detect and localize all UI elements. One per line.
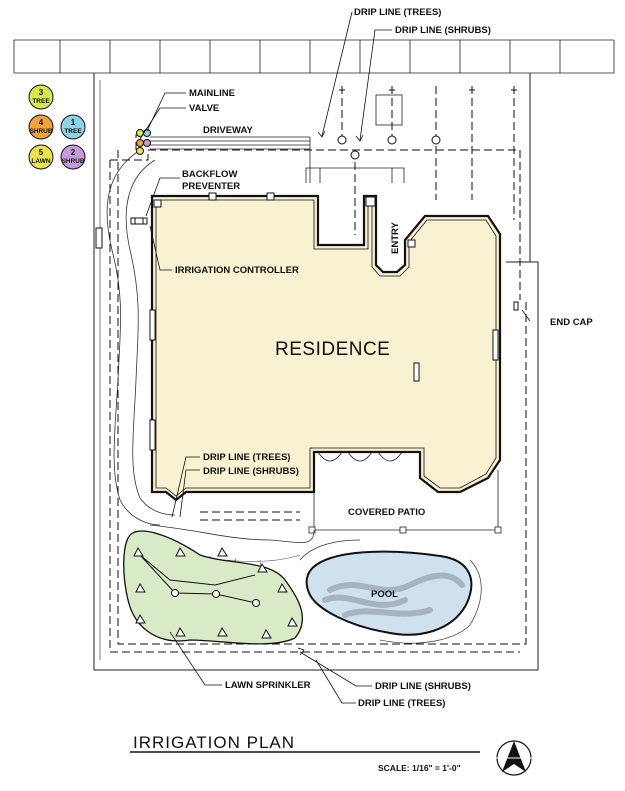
label-drip-line-trees-mid: DRIP LINE (TREES) — [203, 452, 290, 463]
lawn-sprinkler-heads — [133, 546, 298, 639]
driveway — [150, 136, 311, 183]
legend-badge-shrub-2: 2 SHRUB — [60, 144, 86, 170]
legend-num: 1 — [71, 118, 76, 127]
label-residence: RESIDENCE — [275, 339, 390, 360]
legend-badge-shrub-4: 4 SHRUB — [28, 114, 54, 140]
label-drip-line-shrubs-top: DRIP LINE (SHRUBS) — [395, 25, 491, 36]
pool-deck — [299, 539, 482, 644]
label-driveway: DRIVEWAY — [203, 125, 253, 136]
legend: 3 TREE 4 SHRUB 1 TREE 5 LAWN 2 SHRUB — [28, 84, 86, 170]
legend-num: 2 — [71, 148, 76, 157]
label-end-cap: END CAP — [550, 317, 593, 328]
legend-num: 5 — [39, 148, 44, 157]
label-drip-line-shrubs-bottom: DRIP LINE (SHRUBS) — [375, 681, 471, 692]
label-backflow-1: BACKFLOW — [182, 169, 237, 180]
leader-lines — [139, 11, 531, 704]
legend-badge-tree-1: 1 TREE — [60, 114, 86, 140]
label-backflow-2: PREVENTER — [182, 181, 240, 192]
property-line — [93, 73, 539, 671]
covered-patio — [308, 451, 502, 534]
valve-symbols — [136, 129, 151, 155]
backflow-preventer-symbol — [130, 217, 148, 225]
legend-label: SHRUB — [29, 128, 52, 135]
drawing-title: IRRIGATION PLAN — [133, 733, 295, 752]
label-covered-patio: COVERED PATIO — [348, 507, 425, 518]
label-lawn-sprinkler: LAWN SPRINKLER — [225, 680, 311, 691]
label-irrigation-controller: IRRIGATION CONTROLLER — [175, 265, 299, 276]
drip-lines — [109, 86, 527, 653]
end-cap-symbols — [337, 86, 519, 311]
residence-building — [150, 194, 502, 502]
legend-badge-lawn-5: 5 LAWN — [28, 144, 54, 170]
label-mainline: MAINLINE — [189, 88, 235, 99]
legend-label: TREE — [64, 128, 82, 135]
legend-badge-tree-3: 3 TREE — [28, 84, 54, 110]
windows — [149, 192, 499, 451]
label-drip-line-trees-bottom: DRIP LINE (TREES) — [358, 698, 445, 709]
label-valve: VALVE — [189, 103, 219, 114]
label-drip-line-trees-top: DRIP LINE (TREES) — [354, 7, 441, 18]
north-arrow — [496, 740, 532, 776]
legend-num: 3 — [39, 88, 44, 97]
label-drip-line-shrubs-mid: DRIP LINE (SHRUBS) — [203, 466, 299, 477]
irrigation-controller-symbol — [95, 227, 103, 249]
label-pool: POOL — [371, 589, 398, 600]
legend-num: 4 — [39, 118, 44, 127]
legend-label: TREE — [32, 98, 50, 105]
pool-water-pattern — [322, 572, 465, 618]
label-entry: ENTRY — [390, 221, 401, 254]
legend-label: SHRUB — [61, 158, 84, 165]
patio-terrace — [149, 524, 315, 543]
drawing-scale: SCALE: 1/16" = 1'-0" — [378, 763, 461, 773]
lawn-area — [123, 530, 304, 645]
street-band — [13, 39, 615, 74]
legend-label: LAWN — [31, 158, 50, 165]
